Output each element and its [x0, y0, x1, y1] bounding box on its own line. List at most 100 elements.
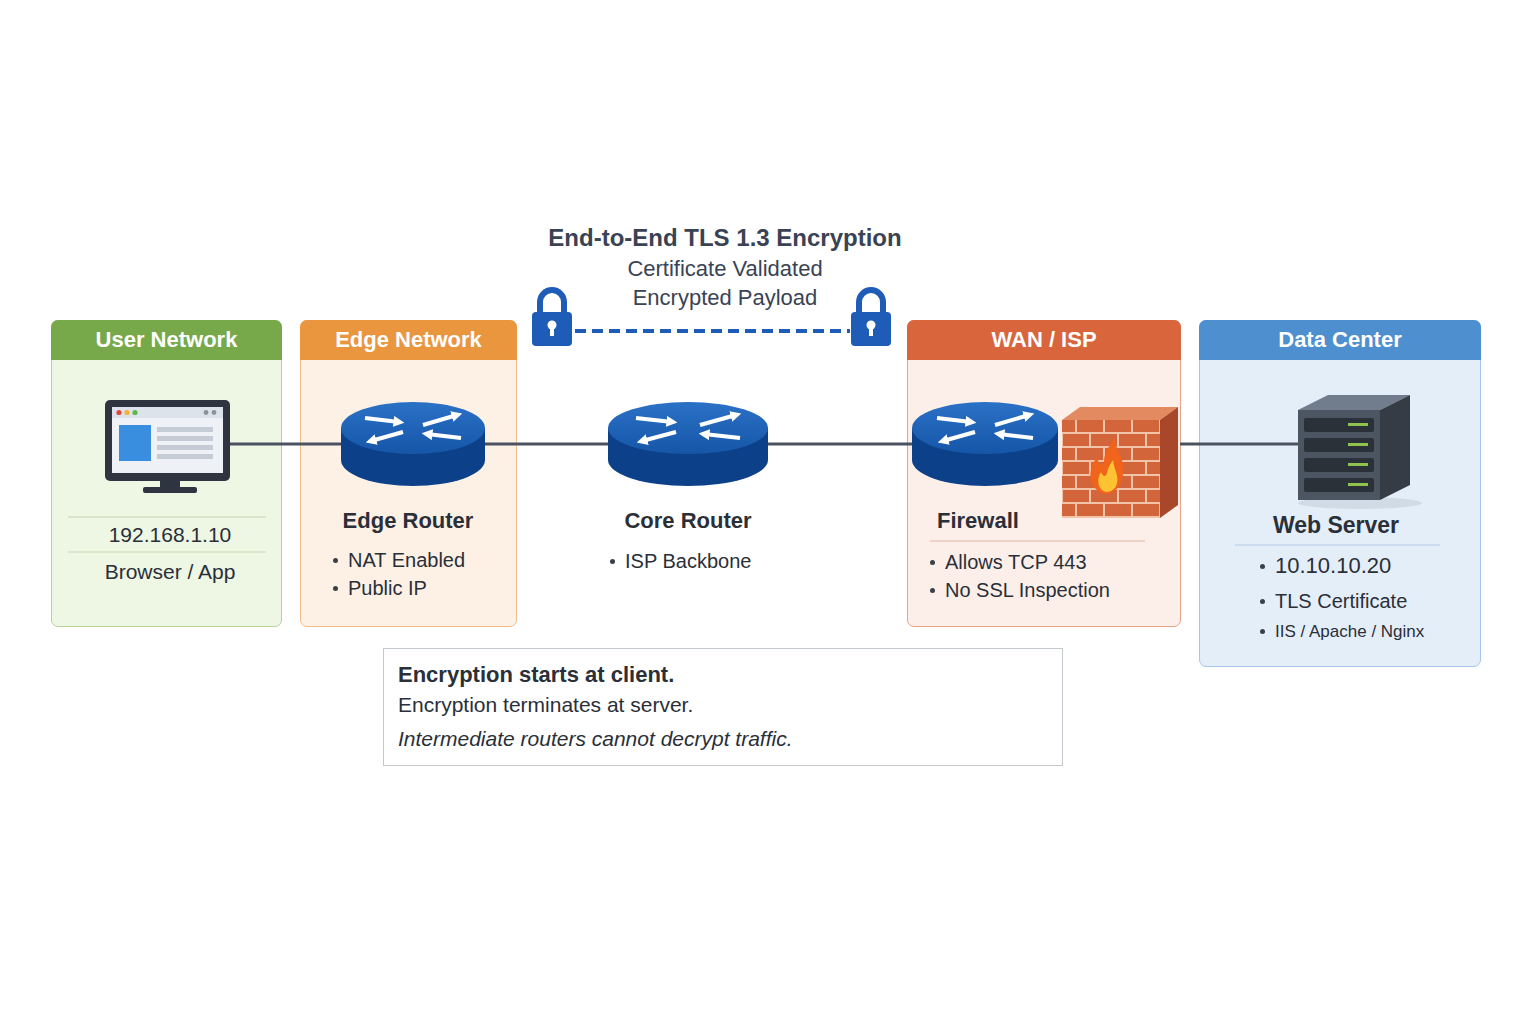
flame: [1090, 438, 1123, 494]
lock-shackle: [859, 290, 883, 314]
window-dot: [132, 410, 137, 415]
wall-side: [1160, 407, 1178, 518]
router-icon: [912, 402, 1058, 486]
router-arrows: [365, 415, 461, 441]
server-bay: [1304, 438, 1374, 452]
zone-panel: 192.168.1.10Browser / App User Network: [51, 320, 282, 627]
router-arrow: [937, 418, 971, 422]
screen-line: [157, 427, 213, 432]
monitor-screen: [112, 407, 223, 473]
router-arrow: [700, 415, 736, 425]
server-light: [1348, 483, 1368, 486]
lock-keyhole: [867, 321, 876, 330]
bullet-dot: [1260, 564, 1265, 569]
router-arrow: [943, 432, 975, 441]
monitor-stand: [160, 479, 180, 489]
zone-title: WAN / ISP: [907, 320, 1181, 360]
screen-line: [157, 454, 213, 459]
router-arrow: [427, 434, 461, 438]
bullet-dot: [610, 559, 615, 564]
window-dot: [124, 410, 129, 415]
server-front: [1298, 410, 1380, 500]
bullet-item: Public IP: [333, 576, 523, 601]
router-arrow: [704, 434, 740, 438]
server-light: [1348, 463, 1368, 466]
window-dot: [204, 410, 209, 415]
router-arrow: [995, 415, 1029, 425]
bullet-text: Public IP: [348, 576, 427, 601]
router-device: Core RouterISP Backbone: [608, 400, 768, 580]
bullet-item: No SSL Inspection: [930, 578, 1170, 603]
server-device: Web Server10.10.10.20TLS CertificateIIS …: [1298, 395, 1426, 645]
bullet-text: NAT Enabled: [348, 548, 465, 573]
monitor-icon: [105, 400, 230, 493]
tunnel-label: Encrypted Payload: [475, 284, 975, 312]
flame-core: [1098, 460, 1117, 492]
window-dot: [116, 410, 121, 415]
zone-title: Data Center: [1199, 320, 1481, 360]
device-name: Core Router: [588, 507, 788, 535]
router-top: [608, 402, 768, 454]
window-dot: [212, 410, 217, 415]
bullet-dot: [930, 560, 935, 565]
lock-icon: [532, 290, 572, 346]
device-name: Firewall: [937, 507, 1137, 535]
wall-top: [1062, 407, 1178, 420]
separator-line: [68, 516, 266, 518]
tunnel-label: Certificate Validated: [475, 255, 975, 283]
router-top: [341, 402, 485, 454]
lock-keyhole: [548, 321, 557, 330]
bullet-dot: [333, 586, 338, 591]
server-shadow: [1298, 497, 1422, 509]
wall-front: [1062, 420, 1160, 518]
router-arrow: [999, 434, 1033, 438]
device-name: Web Server: [1236, 511, 1436, 540]
server-bay: [1304, 478, 1374, 492]
router-arrow: [365, 418, 399, 422]
firewall-icon: [1062, 407, 1178, 518]
server-top: [1298, 395, 1410, 410]
separator-line: [1235, 544, 1440, 546]
bullet-item: Allows TCP 443: [930, 550, 1170, 575]
bullet-text: ISP Backbone: [625, 549, 751, 574]
monitor-frame: [105, 400, 230, 481]
server-bay: [1304, 458, 1374, 472]
monitor-base: [143, 487, 197, 493]
router-icon: [341, 402, 485, 486]
bullet-dot: [930, 588, 935, 593]
router-arrow: [636, 418, 672, 422]
zone-title: User Network: [51, 320, 282, 360]
router-arrow: [371, 432, 403, 441]
router-icon: [608, 402, 768, 486]
network-link: [768, 443, 912, 446]
lock-body: [532, 312, 572, 346]
zone-title: Edge Network: [300, 320, 517, 360]
bullet-text: IIS / Apache / Nginx: [1275, 621, 1424, 642]
bullet-dot: [1260, 599, 1265, 604]
note-text: Encryption terminates at server.: [398, 692, 1048, 718]
server-light: [1348, 423, 1368, 426]
device-name: Edge Router: [308, 507, 508, 535]
client-device: 192.168.1.10Browser / App: [100, 398, 230, 588]
lock-body: [851, 312, 891, 346]
bullet-item: NAT Enabled: [333, 548, 523, 573]
bullet-item: IIS / Apache / Nginx: [1260, 621, 1460, 642]
router-arrow: [423, 415, 457, 425]
bullet-item: 10.10.10.20: [1260, 552, 1460, 580]
router-body: [341, 428, 485, 486]
router-arrow: [642, 432, 676, 441]
firewall-device: FirewallAllows TCP 443 No SSL Inspection: [912, 400, 1180, 600]
server-icon: [1298, 395, 1422, 509]
note-heading: Encryption starts at client.: [398, 661, 1048, 689]
network-link: [1180, 443, 1298, 446]
bullet-text: TLS Certificate: [1275, 589, 1407, 614]
network-link: [485, 443, 608, 446]
screen-panel: [119, 425, 151, 461]
router-arrows: [937, 415, 1033, 441]
lock-icon: [851, 290, 891, 346]
ip-address: 192.168.1.10: [85, 522, 255, 548]
note-box: Encryption starts at client. Encryption t…: [383, 648, 1063, 766]
router-arrows: [636, 415, 740, 441]
